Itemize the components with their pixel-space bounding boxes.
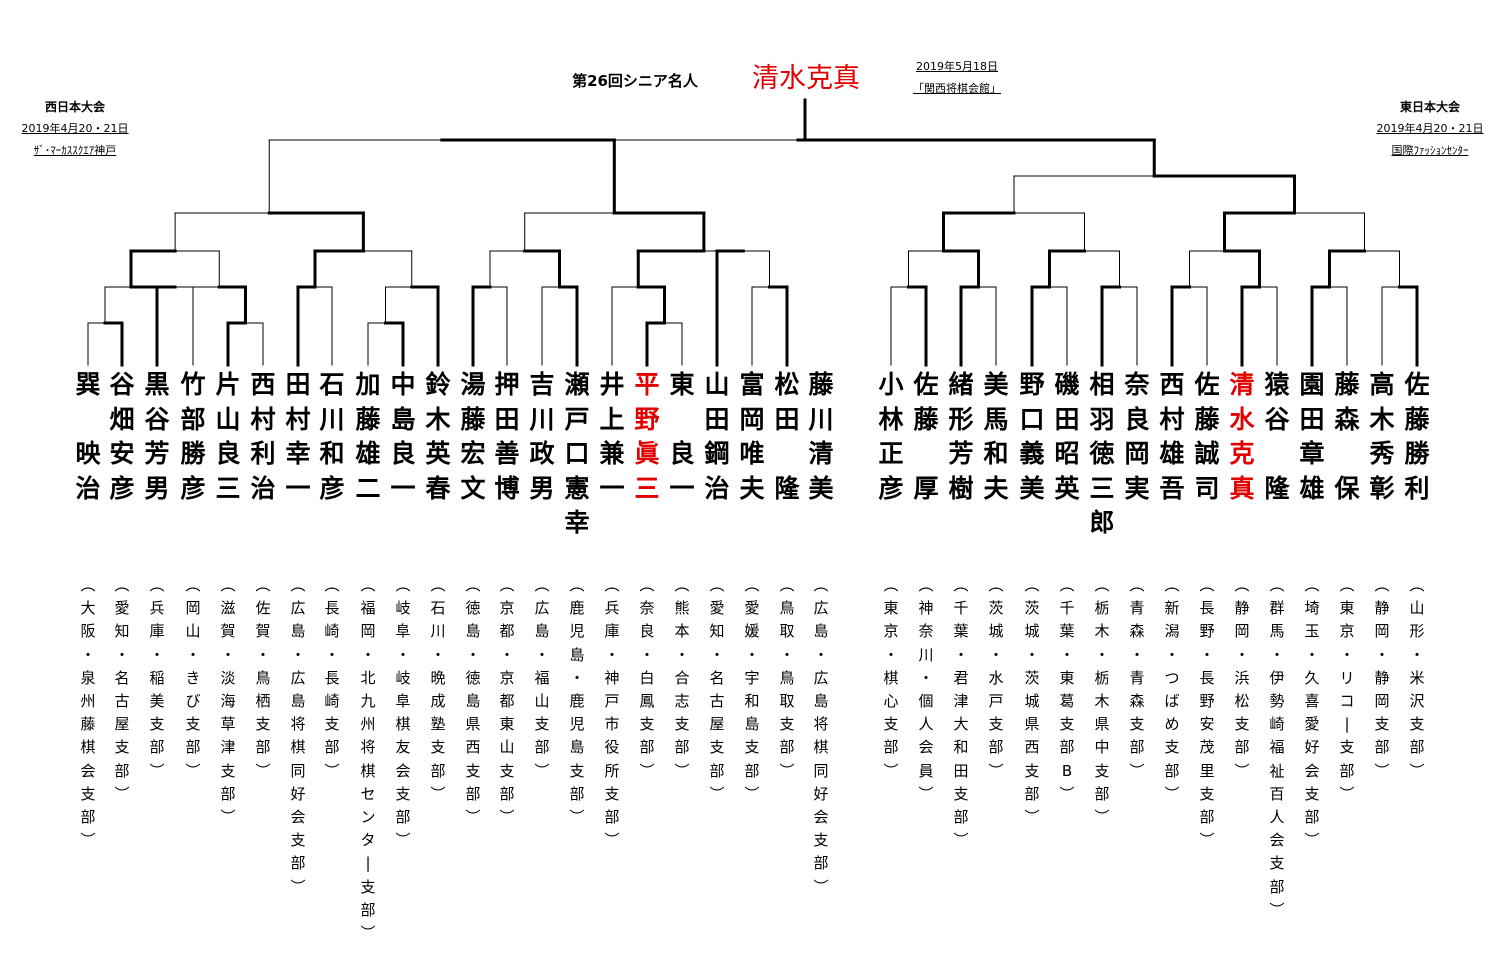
player-name: 山 田 鋼 治 [704,370,730,503]
player-affiliation: ︵ 岐 阜 ・ 岐 阜 棋 友 会 支 部 ︶ [395,576,411,850]
player-affiliation: ︵ 愛 知 ・ 名 古 屋 支 部 ︶ [709,576,725,803]
player-affiliation: ︵ 埼 玉 ・ 久 喜 愛 好 会 支 部 ︶ [1304,576,1320,850]
player-affiliation: ︵ 山 形 ・ 米 沢 支 部 ︶ [1409,576,1425,780]
player-name: 黒 谷 芳 男 [144,370,170,503]
west-tournament-info: 西日本大会 2019年4月20・21日 ｻﾞ･ﾏｰｶｽｽｸｴｱ神戸 [0,96,150,162]
player-name: 藤 川 清 美 [808,370,834,503]
player-affiliation: ︵ 兵 庫 ・ 神 戸 市 役 所 支 部 ︶ [604,576,620,850]
player-name: 奈 良 岡 実 [1124,370,1150,503]
player-name: 押 田 善 博 [494,370,520,503]
player-affiliation: ︵ 兵 庫 ・ 稲 美 支 部 ︶ [149,576,165,780]
player-affiliation: ︵ 静 岡 ・ 静 岡 支 部 ︶ [1374,576,1390,780]
player-name: 相 羽 徳 三 郎 [1089,370,1115,537]
final-info: 2019年5月18日 「関西将棋会館」 [872,56,1042,100]
player-name: 緒 形 芳 樹 [948,370,974,503]
player-name: 井 上 兼 一 [599,370,625,503]
player-name: 佐 藤 勝 利 [1404,370,1430,503]
player-name: 佐 藤 誠 司 [1194,370,1220,503]
player-affiliation: ︵ 大 阪 ・ 泉 州 藤 棋 会 支 部 ︶ [80,576,96,850]
player-affiliation: ︵ 神 奈 川 ・ 個 人 会 員 ︶ [918,576,934,803]
player-name: 高 木 秀 彰 [1369,370,1395,503]
east-tournament-date: 2019年4月20・21日 [1376,122,1484,135]
player-affiliation: ︵ 静 岡 ・ 浜 松 支 部 ︶ [1234,576,1250,780]
player-name: 小 林 正 彦 [878,370,904,503]
player-affiliation: ︵ 徳 島 ・ 徳 島 県 西 支 部 ︶ [465,576,481,827]
player-affiliation: ︵ 佐 賀 ・ 鳥 栖 支 部 ︶ [255,576,271,780]
player-name: 湯 藤 宏 文 [460,370,486,503]
player-affiliation: ︵ 茨 城 ・ 茨 城 県 西 支 部 ︶ [1024,576,1040,827]
player-affiliation: ︵ 福 岡 ・ 北 九 州 将 棋 セ ン タ | 支 部 ︶ [360,576,376,943]
player-name: 吉 川 政 男 [529,370,555,503]
player-affiliation: ︵ 千 葉 ・ 君 津 大 和 田 支 部 ︶ [953,576,969,850]
west-tournament-name: 西日本大会 [44,100,105,114]
east-tournament-info: 東日本大会 2019年4月20・21日 国際ﾌｧｯｼｮﾝｾﾝﾀｰ [1355,96,1505,162]
player-name: 竹 部 勝 彦 [180,370,206,503]
player-name: 野 口 義 美 [1019,370,1045,503]
player-name: 瀬 戸 口 憲 幸 [564,370,590,537]
player-name: 谷 畑 安 彦 [109,370,135,503]
player-affiliation: ︵ 東 京 ・ リ コ | 支 部 ︶ [1339,576,1355,803]
player-affiliation: ︵ 鹿 児 島 ・ 鹿 児 島 支 部 ︶ [569,576,585,827]
champion-name: 清水克真 [752,63,860,94]
player-affiliation: ︵ 岡 山 ・ き び 支 部 ︶ [185,576,201,780]
player-name: 磯 田 昭 英 [1054,370,1080,503]
player-name: 田 村 幸 一 [285,370,311,503]
player-affiliation: ︵ 東 京 ・ 棋 心 支 部 ︶ [883,576,899,780]
player-name: 美 馬 和 夫 [983,370,1009,503]
west-tournament-venue: ｻﾞ･ﾏｰｶｽｽｸｴｱ神戸 [33,144,117,157]
player-affiliation: ︵ 京 都 ・ 京 都 東 山 支 部 ︶ [499,576,515,827]
player-name: 西 村 利 治 [250,370,276,503]
player-affiliation: ︵ 熊 本 ・ 合 志 支 部 ︶ [674,576,690,780]
player-affiliation: ︵ 茨 城 ・ 水 戸 支 部 ︶ [988,576,1004,780]
player-name: 藤 森 保 [1334,370,1360,503]
player-name: 猿 谷 隆 [1264,370,1290,503]
player-name: 中 島 良 一 [390,370,416,503]
player-affiliation: ︵ 石 川 ・ 晩 成 塾 支 部 ︶ [430,576,446,803]
player-name: 清 水 克 真 [1229,370,1255,503]
player-affiliation: ︵ 群 馬 ・ 伊 勢 崎 福 祉 百 人 会 支 部 ︶ [1269,576,1285,919]
player-name: 石 川 和 彦 [319,370,345,503]
player-name: 加 藤 雄 二 [355,370,381,503]
player-affiliation: ︵ 千 葉 ・ 東 葛 支 部 B ︶ [1059,576,1075,803]
player-affiliation: ︵ 広 島 ・ 福 山 支 部 ︶ [534,576,550,780]
player-affiliation: ︵ 愛 媛 ・ 宇 和 島 支 部 ︶ [744,576,760,803]
player-name: 片 山 良 三 [215,370,241,503]
player-affiliation: ︵ 広 島 ・ 広 島 将 棋 同 好 会 支 部 ︶ [290,576,306,896]
player-name: 西 村 雄 吾 [1159,370,1185,503]
player-name: 園 田 章 雄 [1299,370,1325,503]
west-tournament-date: 2019年4月20・21日 [21,122,129,135]
player-affiliation: ︵ 新 潟 ・ つ ば め 支 部 ︶ [1164,576,1180,803]
player-affiliation: ︵ 広 島 ・ 広 島 将 棋 同 好 会 支 部 ︶ [813,576,829,896]
player-affiliation: ︵ 鳥 取 ・ 鳥 取 支 部 ︶ [779,576,795,780]
player-affiliation: ︵ 愛 知 ・ 名 古 屋 支 部 ︶ [114,576,130,803]
tournament-title: 第26回シニア名人 [572,72,698,90]
east-tournament-name: 東日本大会 [1399,100,1460,114]
player-affiliation: ︵ 栃 木 ・ 栃 木 県 中 支 部 ︶ [1094,576,1110,827]
player-name: 巽 映 治 [75,370,101,503]
player-affiliation: ︵ 青 森 ・ 青 森 支 部 ︶ [1129,576,1145,780]
player-affiliation: ︵ 滋 賀 ・ 淡 海 草 津 支 部 ︶ [220,576,236,827]
player-name: 佐 藤 厚 [913,370,939,503]
player-affiliation: ︵ 奈 良 ・ 白 鳳 支 部 ︶ [639,576,655,780]
player-name: 平 野 眞 三 [634,370,660,503]
player-name: 東 良 一 [669,370,695,503]
player-name: 鈴 木 英 春 [425,370,451,503]
final-venue: 「関西将棋会館」 [913,82,1001,95]
final-date: 2019年5月18日 [916,60,998,73]
player-name: 松 田 隆 [774,370,800,503]
east-tournament-venue: 国際ﾌｧｯｼｮﾝｾﾝﾀｰ [1391,144,1469,157]
player-name: 富 岡 唯 夫 [739,370,765,503]
player-affiliation: ︵ 長 野 ・ 長 野 安 茂 里 支 部 ︶ [1199,576,1215,850]
player-affiliation: ︵ 長 崎 ・ 長 崎 支 部 ︶ [324,576,340,780]
